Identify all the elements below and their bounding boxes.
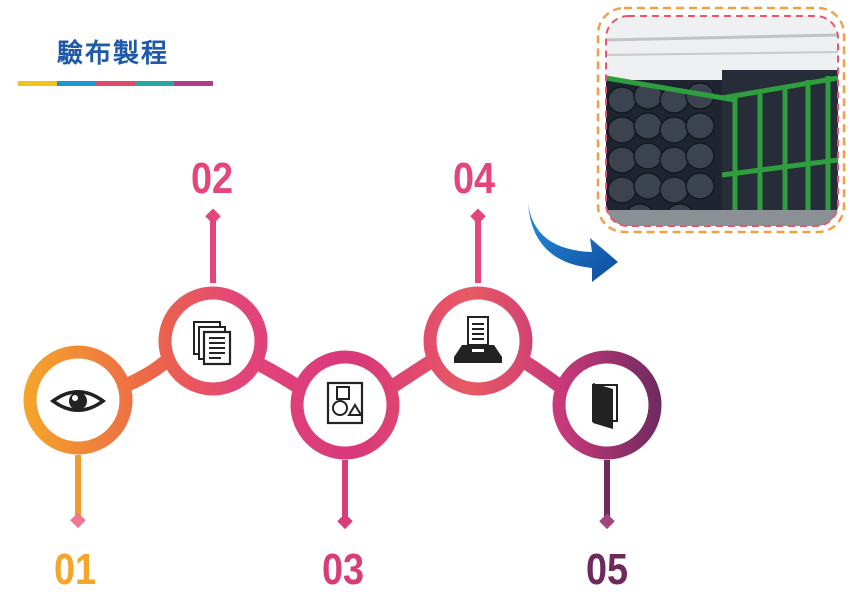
step-number-04: 04 — [453, 157, 495, 201]
fabric-rolls-photo — [598, 8, 844, 232]
connector-3-4 — [390, 362, 430, 388]
step-number-01: 01 — [54, 548, 96, 592]
stem-03-diamond — [337, 514, 353, 530]
shapes-icon — [328, 383, 362, 423]
connector-2-3 — [255, 362, 300, 388]
step-number-03: 03 — [322, 548, 364, 592]
stem-05-diamond — [599, 514, 615, 530]
step-number-02: 02 — [191, 157, 233, 201]
documents-icon — [194, 322, 230, 364]
step-number-05: 05 — [586, 548, 628, 592]
connector-4-5 — [525, 362, 562, 388]
stem-04-diamond — [470, 209, 486, 225]
curved-arrow-icon — [528, 203, 618, 282]
stem-01-diamond — [70, 513, 86, 529]
stem-02-diamond — [205, 209, 221, 225]
step-circles — [30, 293, 655, 453]
